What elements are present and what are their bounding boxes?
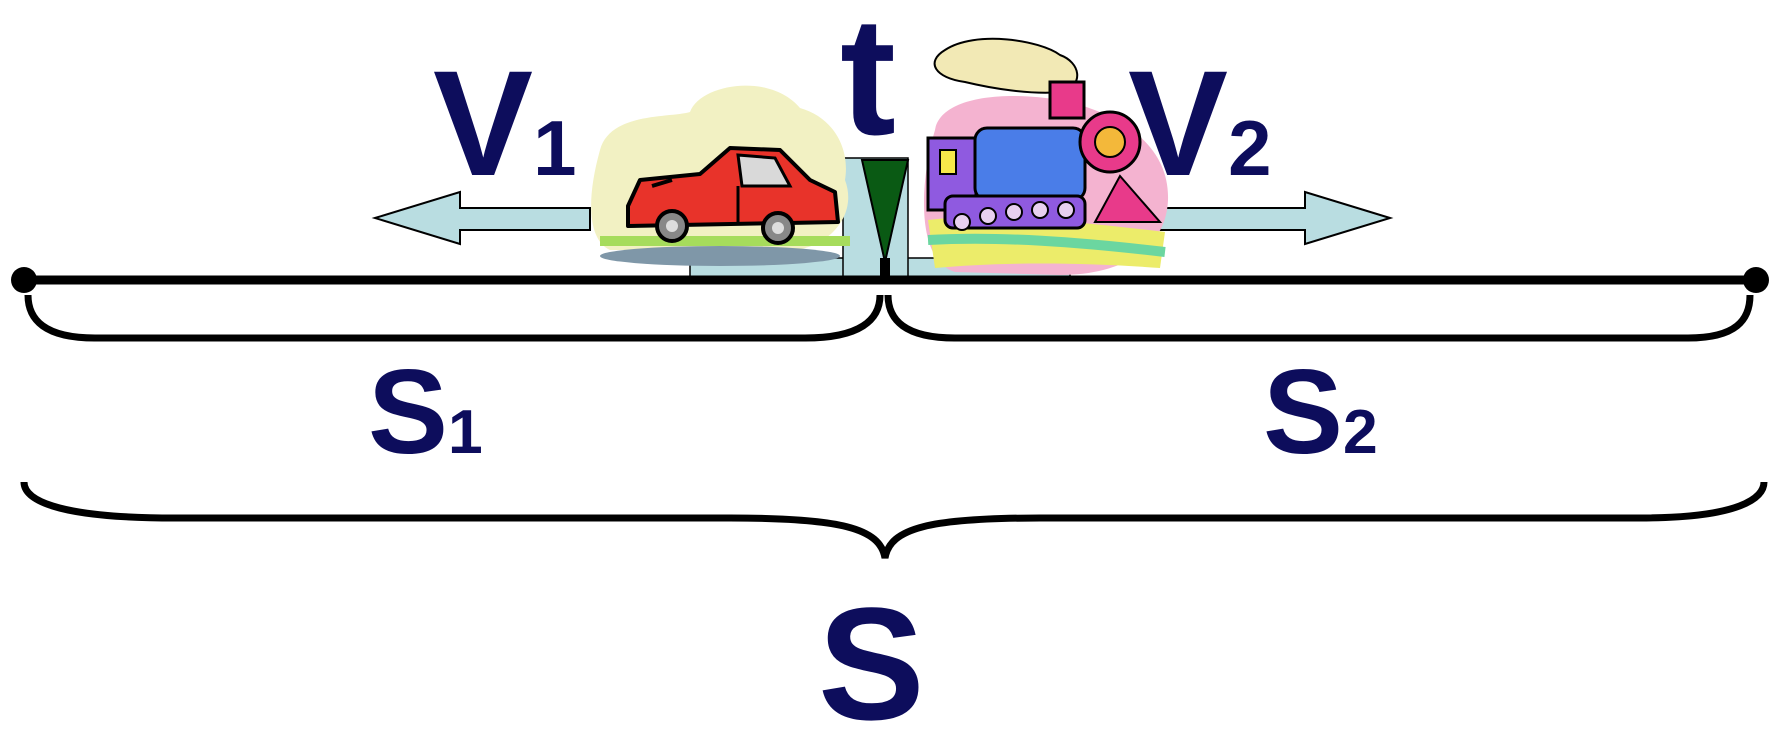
start-point [11, 267, 37, 293]
v1-main: V [433, 39, 534, 207]
v1-label: V1 [433, 48, 576, 198]
s2-label: S2 [1263, 352, 1378, 472]
v1-sub: 1 [533, 104, 577, 192]
total-text: S [818, 574, 925, 753]
meeting-marker [860, 159, 910, 263]
s1-sub: 1 [448, 398, 483, 467]
total-distance-label: S [818, 584, 925, 744]
s1-main: S [368, 345, 449, 479]
s1-label: S1 [368, 352, 483, 472]
s2-sub: 2 [1343, 398, 1378, 467]
s2-main: S [1263, 345, 1344, 479]
time-text: t [840, 0, 896, 170]
brace-s2 [884, 294, 1754, 342]
brace-s1 [24, 294, 884, 342]
v1-arrow [371, 190, 591, 246]
v2-main: V [1128, 39, 1229, 207]
train-icon [923, 37, 1169, 275]
end-point [1743, 267, 1769, 293]
v2-label: V2 [1128, 48, 1271, 198]
v2-sub: 2 [1228, 104, 1272, 192]
brace-total [20, 481, 1768, 559]
time-label: t [840, 0, 896, 160]
car-icon [591, 85, 850, 266]
